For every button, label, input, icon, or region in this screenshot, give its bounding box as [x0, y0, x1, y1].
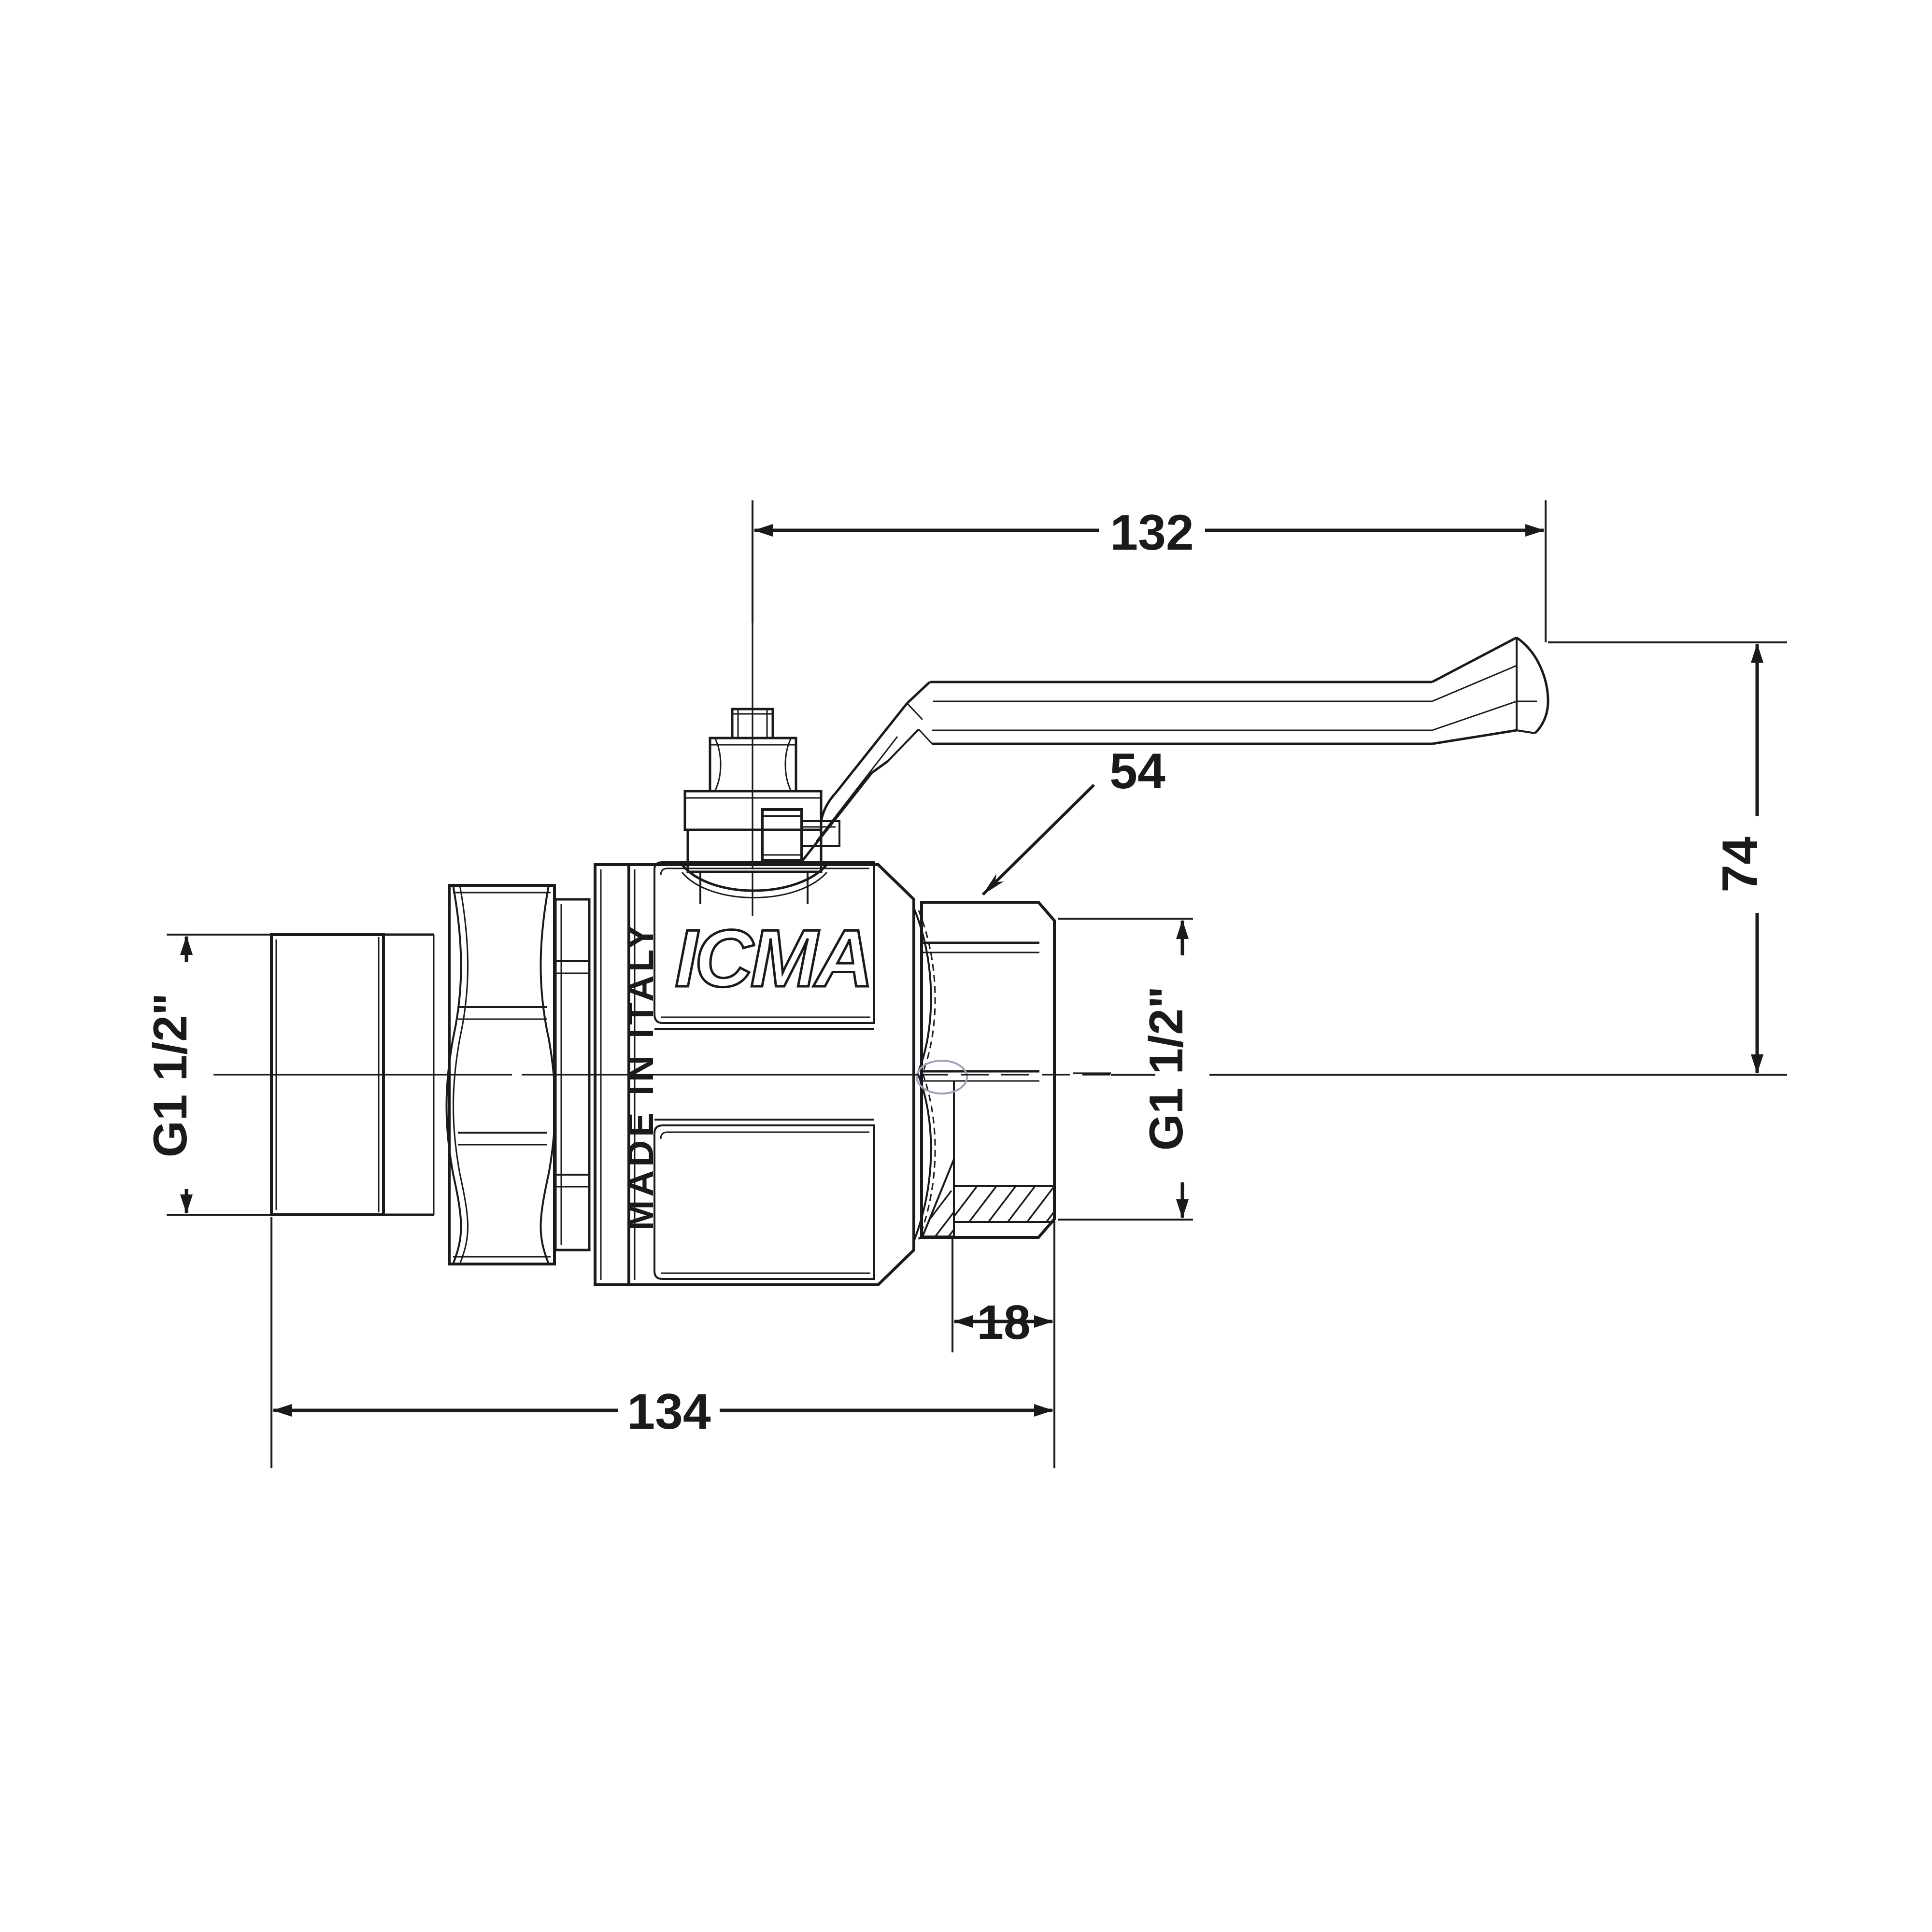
stem-boss — [683, 708, 823, 904]
lever-handle — [798, 636, 1549, 866]
dimension-label-thread-left: G1 1/2" — [143, 993, 197, 1158]
dimension-label-132: 132 — [1110, 505, 1194, 561]
dimension-thread-left: G1 1/2" — [143, 934, 278, 1216]
dim-134-label-mask — [618, 1382, 720, 1436]
dimension-thread-right: G1 1/2" — [1058, 918, 1209, 1221]
icma-logo: ICMA — [674, 912, 875, 1005]
dimension-132: 132 — [752, 500, 1547, 642]
dimension-label-134: 134 — [627, 1384, 711, 1440]
dimension-18: 18 — [952, 1222, 1055, 1352]
leader-line-54 — [981, 783, 1095, 896]
callout-label-54: 54 — [1109, 743, 1165, 799]
section-hatching — [923, 1186, 1054, 1236]
dimension-74: 74 — [1111, 641, 1787, 1076]
dim-left-thread-label-mask — [159, 962, 213, 1189]
dimension-label-thread-right: G1 1/2" — [1139, 986, 1193, 1151]
made-in-italy-text: MADE IN ITALY — [620, 922, 661, 1231]
right-socket — [916, 901, 1056, 1239]
made-in-italy-mark: MADE IN ITALY — [620, 922, 661, 1231]
dim-74-label-mask — [1729, 816, 1785, 913]
icma-logo-text: ICMA — [675, 913, 870, 1004]
dim-132-label-mask — [1099, 503, 1205, 557]
callout-54: 54 — [981, 743, 1165, 896]
dim-right-thread-label-mask — [1155, 955, 1209, 1182]
dimension-134: 134 — [270, 1217, 1055, 1468]
dimension-label-74: 74 — [1712, 837, 1768, 893]
dimension-label-18: 18 — [977, 1295, 1030, 1350]
